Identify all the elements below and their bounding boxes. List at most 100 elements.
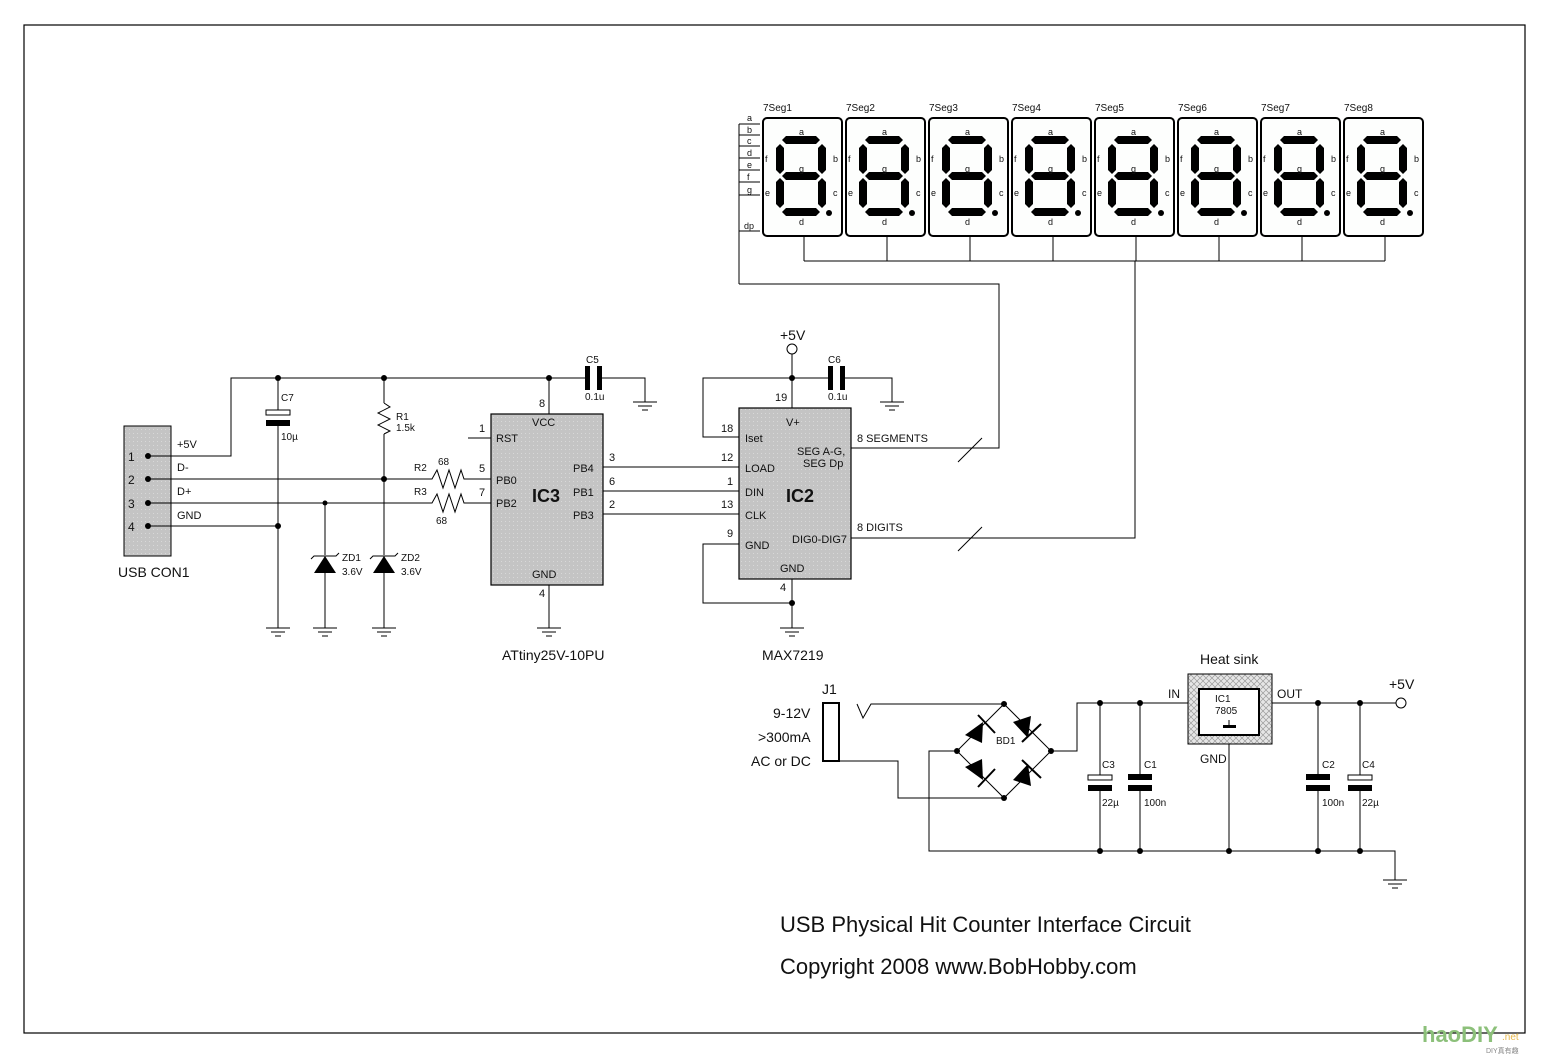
power-input-j1: J1 9-12V >300mA AC or DC — [751, 681, 840, 769]
svg-text:C4: C4 — [1362, 760, 1375, 771]
segment-letter-a: a — [799, 127, 804, 137]
svg-text:BD1: BD1 — [996, 736, 1016, 747]
resistor-r3: R3 68 — [414, 487, 491, 527]
bus-label-b: b — [747, 125, 752, 135]
svg-text:haoDIY: haoDIY — [1422, 1022, 1498, 1047]
segment-letter-c: c — [1165, 188, 1170, 198]
segment-dp — [909, 210, 915, 216]
svg-text:100n: 100n — [1144, 798, 1166, 809]
segment-letter-f: f — [765, 154, 768, 164]
usb-connector: USB CON1 1 +5V 2 D- 3 D+ 4 GND — [118, 425, 202, 580]
segment-b — [984, 144, 992, 174]
segment-f — [942, 144, 950, 174]
zener-zd1: ZD1 3.6V — [310, 503, 363, 637]
segment-letter-g: g — [882, 164, 887, 174]
svg-text:R1: R1 — [396, 412, 409, 423]
segment-letter-e: e — [1180, 188, 1185, 198]
svg-text:OUT: OUT — [1277, 687, 1303, 701]
capacitor-c4: C4 22µ — [1347, 700, 1379, 854]
segment-letter-b: b — [1331, 154, 1336, 164]
svg-text:22µ: 22µ — [1102, 798, 1119, 809]
segment-letter-e: e — [765, 188, 770, 198]
svg-text:GND: GND — [1200, 752, 1227, 766]
segment-g — [1197, 172, 1235, 180]
svg-text:D+: D+ — [177, 486, 191, 498]
ic3-attiny: IC3 ATtiny25V-10PU 8 VCC 1 RST 5 PB0 7 P… — [468, 378, 615, 663]
segment-b — [1150, 144, 1158, 174]
svg-text:12: 12 — [721, 452, 733, 464]
regulator-ic1-7805: Heat sink IC1 7805 IN OUT GND — [1168, 651, 1303, 854]
segment-letter-c: c — [1414, 188, 1419, 198]
svg-text:ZD1: ZD1 — [342, 553, 361, 564]
bridge-rectifier-bd1: BD1 — [954, 701, 1054, 801]
ic3-part: ATtiny25V-10PU — [502, 647, 604, 663]
capacitor-c1: C1 100n — [1128, 700, 1166, 854]
segment-letter-e: e — [931, 188, 936, 198]
svg-text:1: 1 — [727, 476, 733, 488]
segment-f — [1274, 144, 1282, 174]
schematic-title: USB Physical Hit Counter Interface Circu… — [780, 912, 1191, 937]
segment-e — [1357, 178, 1365, 208]
segment-letter-d: d — [1214, 217, 1219, 227]
svg-text:C3: C3 — [1102, 760, 1115, 771]
display-label: 7Seg3 — [929, 103, 958, 114]
svg-text:GND: GND — [780, 563, 805, 575]
segment-c — [1316, 178, 1324, 208]
segment-c — [901, 178, 909, 208]
segment-dp — [1158, 210, 1164, 216]
segment-letter-e: e — [1263, 188, 1268, 198]
svg-text:1: 1 — [479, 423, 485, 435]
svg-text:PB3: PB3 — [573, 510, 594, 522]
segment-c — [818, 178, 826, 208]
segment-letter-a: a — [1380, 127, 1385, 137]
svg-text:R3: R3 — [414, 487, 427, 498]
segment-g — [1280, 172, 1318, 180]
segment-c — [1150, 178, 1158, 208]
segment-letter-e: e — [848, 188, 853, 198]
segment-letter-f: f — [1014, 154, 1017, 164]
segment-dp — [1407, 210, 1413, 216]
segment-a — [948, 136, 986, 144]
display-label: 7Seg8 — [1344, 103, 1373, 114]
seven-segment-display-row: 7Seg1abcdefg7Seg2abcdefg7Seg3abcdefg7Seg… — [762, 103, 1424, 261]
segment-letter-d: d — [1297, 217, 1302, 227]
segment-e — [1274, 178, 1282, 208]
segment-d — [1031, 208, 1069, 216]
svg-text:SEG A-G,: SEG A-G, — [797, 446, 845, 458]
segment-e — [1191, 178, 1199, 208]
segment-e — [859, 178, 867, 208]
digits-bus-wire — [851, 261, 1136, 539]
segment-b — [1399, 144, 1407, 174]
svg-text:VCC: VCC — [532, 417, 555, 429]
svg-text:SEG Dp: SEG Dp — [803, 458, 843, 470]
svg-text:9: 9 — [727, 528, 733, 540]
svg-text:3: 3 — [609, 452, 615, 464]
segment-letter-g: g — [965, 164, 970, 174]
svg-text:CLK: CLK — [745, 510, 767, 522]
segment-c — [1067, 178, 1075, 208]
svg-text:PB4: PB4 — [573, 463, 594, 475]
capacitor-c2: C2 100n — [1306, 700, 1344, 854]
segment-letter-a: a — [1297, 127, 1302, 137]
svg-text:C7: C7 — [281, 393, 294, 404]
segment-c — [1233, 178, 1241, 208]
svg-text:4: 4 — [780, 582, 786, 594]
segment-bus-ladder: a b c d e f g dp — [738, 113, 760, 284]
svg-text:GND: GND — [177, 510, 202, 522]
svg-text:C1: C1 — [1144, 760, 1157, 771]
svg-text:13: 13 — [721, 499, 733, 511]
segment-letter-c: c — [1248, 188, 1253, 198]
display-label: 7Seg7 — [1261, 103, 1290, 114]
segment-letter-g: g — [1380, 164, 1385, 174]
segment-g — [865, 172, 903, 180]
usb-connector-label: USB CON1 — [118, 564, 190, 580]
segment-letter-f: f — [1346, 154, 1349, 164]
svg-text:DIN: DIN — [745, 487, 764, 499]
segment-e — [776, 178, 784, 208]
segment-e — [1108, 178, 1116, 208]
